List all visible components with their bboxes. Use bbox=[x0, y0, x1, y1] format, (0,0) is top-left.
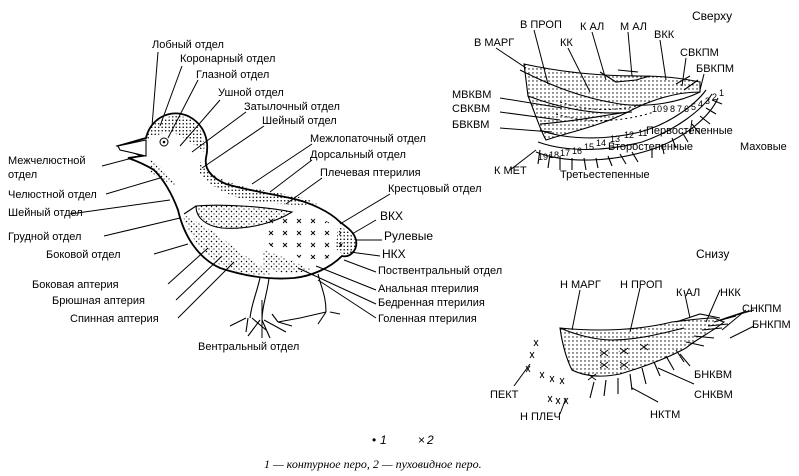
svg-text:1: 1 bbox=[719, 88, 724, 98]
label-neck-upper: Шейный отдел bbox=[262, 115, 337, 127]
svg-text:17: 17 bbox=[560, 148, 570, 158]
label-sacral: Крестцовый отдел bbox=[388, 183, 482, 195]
label-humeral: Плечевая птерилия bbox=[320, 167, 421, 179]
label-k-met: К МЕТ bbox=[494, 165, 527, 177]
svg-text:4: 4 bbox=[698, 99, 703, 109]
label-remiges: Маховые bbox=[740, 141, 787, 153]
label-eye: Глазной отдел bbox=[196, 69, 269, 81]
label-pectoral: Грудной отдел bbox=[8, 231, 81, 243]
label-v-marg: В МАРГ bbox=[474, 37, 514, 49]
label-postventral: Поствентральный отдел bbox=[378, 265, 502, 277]
svg-text:12: 12 bbox=[624, 130, 634, 140]
label-vkk: ВКК bbox=[654, 29, 675, 41]
label-n-plech: Н ПЛЕЧ bbox=[520, 411, 561, 423]
label-nkk: НКК bbox=[720, 287, 741, 299]
label-coronary: Коронарный отдел bbox=[180, 53, 275, 65]
label-bvkvm: БВКВМ bbox=[452, 119, 489, 131]
label-pekt: ПЕКТ bbox=[490, 389, 519, 401]
label-interscapular: Межлопаточный отдел bbox=[310, 133, 426, 145]
label-intermaxillary: Межчелюстной bbox=[8, 155, 86, 167]
label-bnkvm: БНКВМ bbox=[694, 369, 732, 381]
svg-text:9: 9 bbox=[663, 104, 668, 114]
label-kk: КК bbox=[560, 37, 573, 49]
svg-text:16: 16 bbox=[572, 146, 582, 156]
label-lateral-apteria: Боковая аптерия bbox=[32, 279, 119, 291]
label-snkpm: СНКПМ bbox=[742, 303, 781, 315]
legend-cross-number: 2 bbox=[426, 433, 434, 447]
label-svkpm: СВКПМ bbox=[680, 47, 719, 59]
label-k-al-lower: К АЛ bbox=[676, 287, 700, 299]
label-n-prop: Н ПРОП bbox=[620, 279, 663, 291]
svg-text:8: 8 bbox=[670, 104, 675, 114]
label-n-marg: Н МАРГ bbox=[560, 279, 601, 291]
legend: • 1 × 2 bbox=[372, 433, 434, 447]
label-v-prop: В ПРОП bbox=[520, 19, 562, 31]
leg-right bbox=[272, 274, 340, 326]
bird-figure bbox=[118, 113, 356, 338]
label-ear: Ушной отдел bbox=[218, 87, 284, 99]
label-k-al-upper: К АЛ bbox=[580, 21, 604, 33]
legend-cross-symbol: × bbox=[418, 433, 425, 447]
label-vkh: ВКХ bbox=[380, 209, 403, 223]
legend-dot-number: 1 bbox=[380, 433, 387, 447]
label-ventral: Вентральный отдел bbox=[198, 341, 299, 353]
svg-text:6: 6 bbox=[684, 104, 689, 114]
svg-text:7: 7 bbox=[677, 104, 682, 114]
label-mvkvm: МВКВМ bbox=[452, 89, 491, 101]
label-maxillary: Челюстной отдел bbox=[8, 189, 97, 201]
lower-wing-heading: Снизу bbox=[696, 247, 729, 261]
label-bvkpm: БВКПМ bbox=[696, 63, 734, 75]
svg-text:3: 3 bbox=[705, 96, 710, 106]
upper-wing-heading: Сверху bbox=[692, 9, 732, 23]
label-lateral: Боковой отдел bbox=[46, 249, 121, 261]
label-femoral: Бедренная птерилия bbox=[378, 297, 485, 309]
label-nkh: НКХ bbox=[382, 247, 406, 261]
label-dorsal: Дорсальный отдел bbox=[310, 149, 406, 161]
legend-dot-symbol: • bbox=[372, 433, 376, 447]
label-rectrices: Рулевые bbox=[384, 229, 433, 243]
label-tertiaries: Третьестепенные bbox=[560, 169, 650, 181]
label-crural: Голенная птерилия bbox=[378, 313, 477, 325]
svg-text:2: 2 bbox=[712, 92, 717, 102]
label-primaries: Первостепенные bbox=[646, 125, 733, 137]
label-neck-lower: Шейный отдел bbox=[8, 207, 83, 219]
svg-text:18: 18 bbox=[549, 150, 559, 160]
label-anal: Анальная птерилия bbox=[378, 283, 479, 295]
label-occipital: Затылочный отдел bbox=[244, 101, 340, 113]
label-ventral-apteria: Брюшная аптерия bbox=[52, 295, 145, 307]
label-spinal-apteria: Спинная аптерия bbox=[70, 313, 159, 325]
svg-text:5: 5 bbox=[691, 102, 696, 112]
label-snkvm: СНКВМ bbox=[694, 389, 733, 401]
svg-text:15: 15 bbox=[584, 142, 594, 152]
label-bnkpm: БНКПМ bbox=[752, 319, 791, 331]
label-nktm: НКТМ bbox=[650, 409, 680, 421]
label-secondaries: Второстепенные bbox=[608, 141, 693, 153]
label-m-al: М АЛ bbox=[620, 21, 647, 33]
figure-caption: 1 — контурное перо, 2 — пуховидное перо. bbox=[264, 457, 482, 471]
label-intermaxillary-2: отдел bbox=[8, 169, 37, 181]
svg-text:10: 10 bbox=[652, 104, 662, 114]
svg-text:19: 19 bbox=[538, 152, 548, 162]
svg-text:14: 14 bbox=[596, 138, 606, 148]
label-frontal: Лобный отдел bbox=[152, 39, 224, 51]
label-svkvm: СВКВМ bbox=[452, 103, 490, 115]
